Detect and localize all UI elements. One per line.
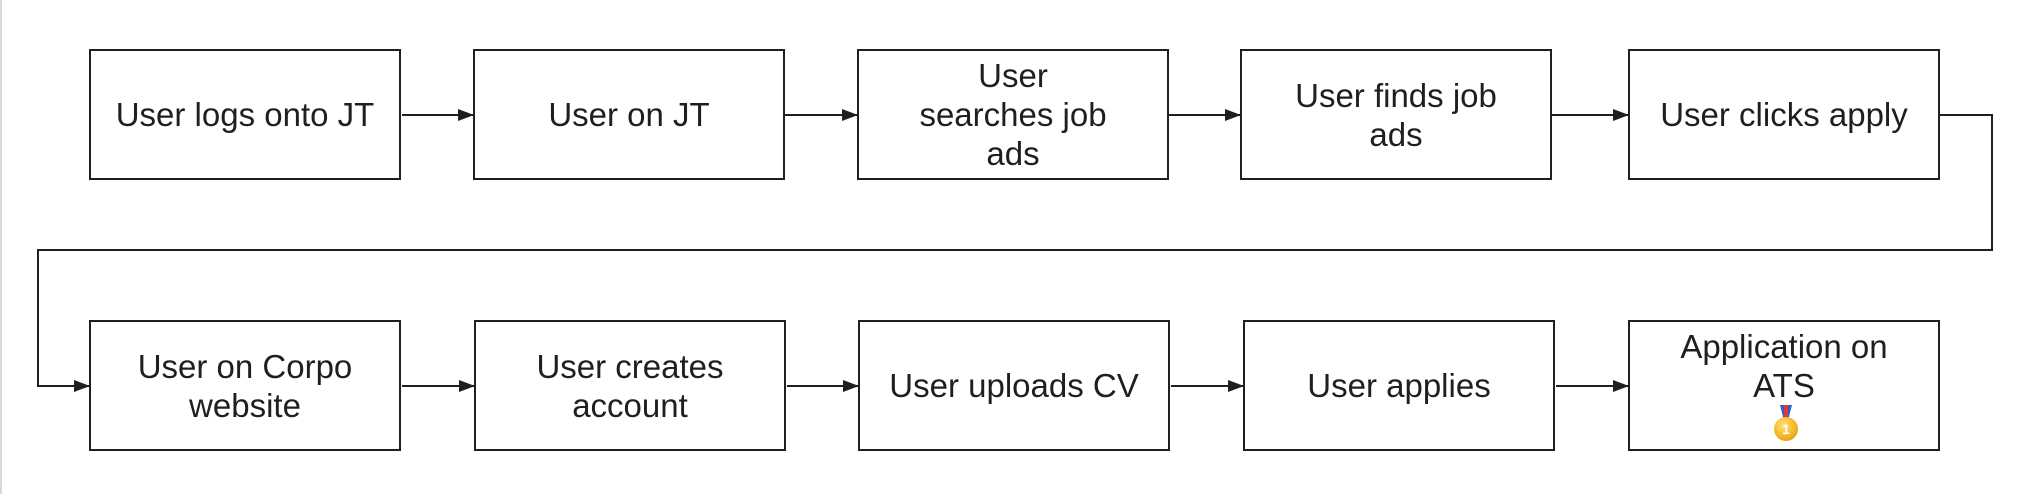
node-label: User finds job ads bbox=[1295, 76, 1497, 153]
node-user-creates-account: User creates account bbox=[474, 320, 786, 451]
node-label: User applies bbox=[1307, 367, 1491, 404]
node-application-on-ats: Application on ATS 1 bbox=[1628, 320, 1940, 451]
node-label: Application on ATS bbox=[1680, 328, 1888, 404]
medal-ribbon bbox=[1780, 405, 1792, 419]
node-label-with-icon: Application on ATS 1 bbox=[1674, 327, 1894, 444]
node-user-uploads-cv: User uploads CV bbox=[858, 320, 1170, 451]
node-label: User uploads CV bbox=[889, 367, 1139, 404]
node-label: User clicks apply bbox=[1660, 96, 1908, 133]
node-user-on-jt: User on JT bbox=[473, 49, 785, 180]
node-label: User creates account bbox=[536, 347, 724, 424]
arrow-clicks-apply-to-corpo-website bbox=[37, 114, 1993, 392]
node-user-applies: User applies bbox=[1243, 320, 1555, 451]
node-user-on-corpo-website: User on Corpo website bbox=[89, 320, 401, 451]
medal-coin: 1 bbox=[1774, 417, 1798, 441]
node-label: User on JT bbox=[548, 96, 710, 133]
node-user-finds-job-ads: User finds job ads bbox=[1240, 49, 1552, 180]
node-user-clicks-apply: User clicks apply bbox=[1628, 49, 1940, 180]
first-place-medal-icon: 1 bbox=[1773, 405, 1799, 441]
node-user-logs-onto-jt: User logs onto JT bbox=[89, 49, 401, 180]
node-label: User on Corpo website bbox=[137, 347, 353, 424]
node-label: User searches job ads bbox=[919, 57, 1107, 172]
node-user-searches-job-ads: User searches job ads bbox=[857, 49, 1169, 180]
node-label: User logs onto JT bbox=[115, 96, 375, 133]
